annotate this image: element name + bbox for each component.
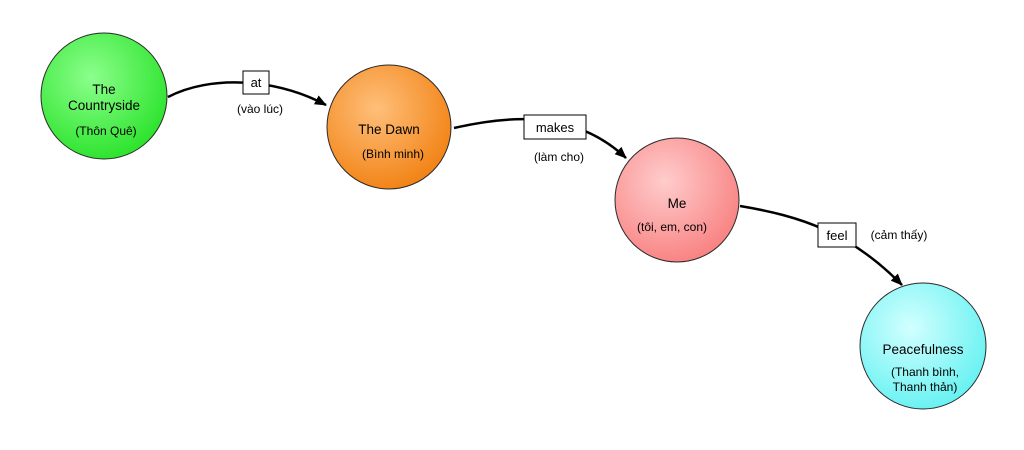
node-subtitle: (Bình minh) xyxy=(362,147,424,161)
edge-label-box[interactable] xyxy=(523,114,587,140)
node-countryside[interactable]: The Countryside (Thôn Quê) xyxy=(40,32,168,160)
node-subtitle: (Thôn Quê) xyxy=(75,124,136,138)
edge-sublabel: (vào lúc) xyxy=(237,102,283,116)
node-subtitle: Thanh thản) xyxy=(893,380,958,394)
node-title-line: The xyxy=(92,82,115,97)
node-circle[interactable] xyxy=(40,32,168,160)
node-title-line: The Dawn xyxy=(358,122,420,137)
node-circle[interactable] xyxy=(614,137,740,263)
edge-sublabel: (cảm thấy) xyxy=(871,228,928,242)
edge-dawn-me: makes (làm cho) xyxy=(453,114,627,164)
node-title-line: Countryside xyxy=(68,98,140,113)
edge-sublabel: (làm cho) xyxy=(534,150,584,164)
node-subtitle: (Thanh bình, xyxy=(891,365,959,379)
edge-me-peacefulness: feel (cảm thấy) xyxy=(739,204,928,286)
edge-countryside-dawn: at (vào lúc) xyxy=(167,70,327,116)
node-subtitle: (tôi, em, con) xyxy=(637,220,707,234)
edge-label: feel xyxy=(827,228,848,243)
edge-label-box[interactable] xyxy=(817,222,857,248)
node-title-line: Me xyxy=(668,196,687,211)
edge-label: makes xyxy=(536,120,575,135)
node-title-line: Peacefulness xyxy=(882,342,963,357)
node-circle[interactable] xyxy=(859,282,987,410)
node-dawn[interactable]: The Dawn (Bình minh) xyxy=(326,64,452,190)
node-peacefulness[interactable]: Peacefulness (Thanh bình, Thanh thản) xyxy=(859,282,987,410)
edge-label: at xyxy=(251,75,262,90)
node-me[interactable]: Me (tôi, em, con) xyxy=(614,137,740,263)
edge-label-box[interactable] xyxy=(242,70,270,95)
node-circle[interactable] xyxy=(326,64,452,190)
